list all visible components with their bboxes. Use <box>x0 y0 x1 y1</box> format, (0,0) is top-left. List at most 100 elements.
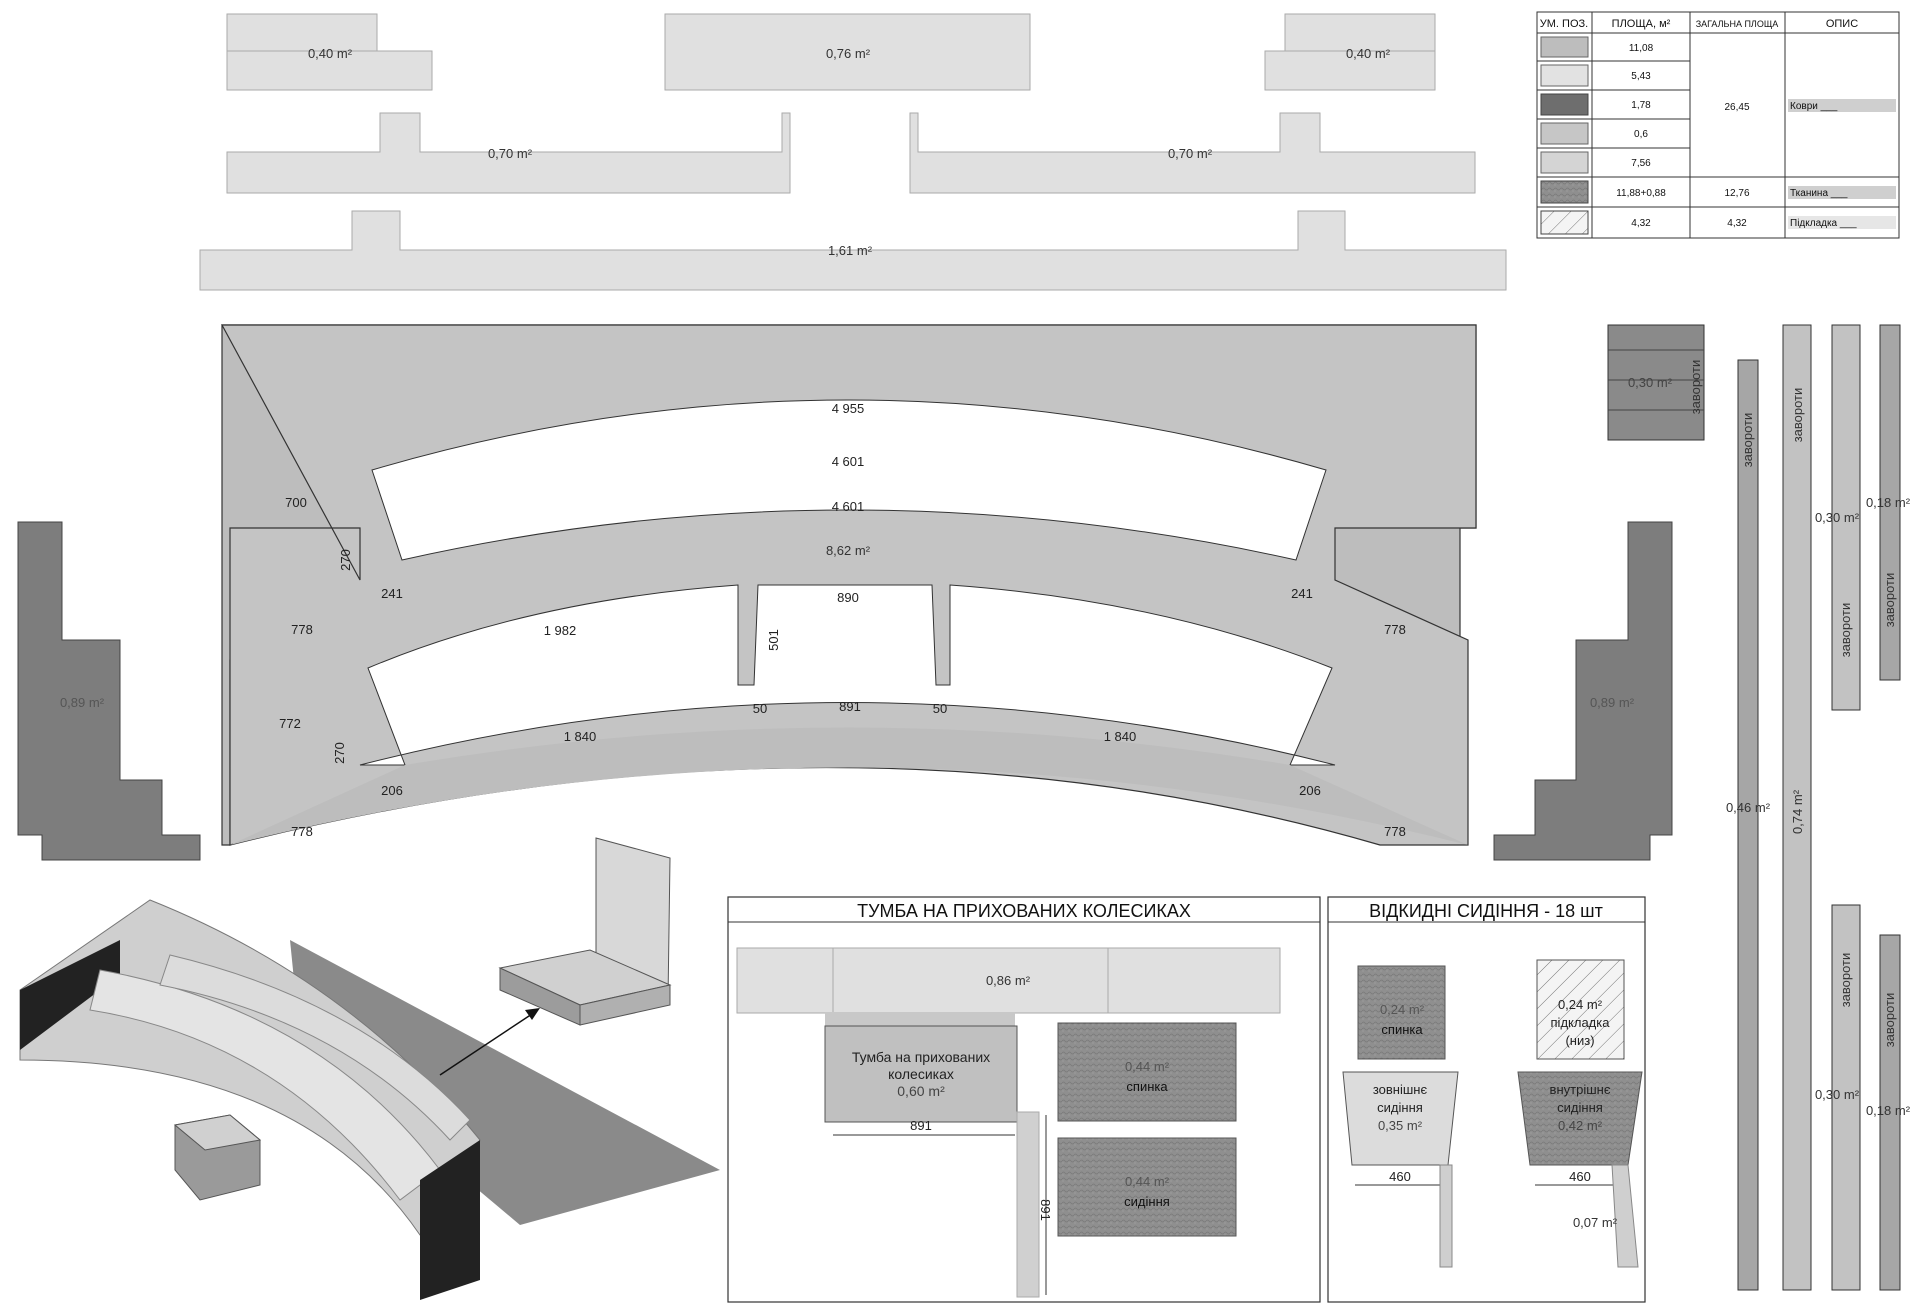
strip-3: завороти 0,30 m² <box>1815 324 1861 711</box>
dim-241b: 241 <box>1291 586 1313 601</box>
strip-6: завороти 0,18 m² <box>1866 934 1911 1291</box>
table-header-pos: УМ. ПОЗ. <box>1540 18 1588 30</box>
strip4-label: завороти <box>1882 573 1897 628</box>
tumba-top-area: 0,86 m² <box>986 973 1031 988</box>
strip-4: завороти 0,18 m² <box>1866 324 1911 681</box>
dim-4601a: 4 601 <box>832 454 865 469</box>
seats-title: ВІДКИДНІ СИДІННЯ - 18 шт <box>1369 901 1603 921</box>
top-center-area: 0,76 m² <box>826 46 871 61</box>
strip1-label: завороти <box>1740 413 1755 468</box>
strip2-area: 0,74 m² <box>1790 789 1805 834</box>
dim-270b: 270 <box>332 742 347 764</box>
total-carpets: 26,45 <box>1724 102 1749 113</box>
row-area-5: 7,56 <box>1631 158 1651 169</box>
seats-lining-line2: (низ) <box>1565 1033 1594 1048</box>
strip-1: завороти 0,46 m² <box>1726 359 1771 1291</box>
total-fabric: 12,76 <box>1724 188 1749 199</box>
row-area-2: 5,43 <box>1631 71 1651 82</box>
long-piece: 1,61 m² <box>199 210 1507 291</box>
tumba-back-area: 0,44 m² <box>1125 1059 1170 1074</box>
desc-carpets: Коври ___ <box>1790 101 1838 112</box>
seats-back-label: спинка <box>1381 1022 1423 1037</box>
tumba-seat-label: сидіння <box>1124 1194 1170 1209</box>
tumba-dim-w: 891 <box>910 1118 932 1133</box>
row-area-4: 0,6 <box>1634 129 1648 140</box>
table-header-area: ПЛОЩА, м² <box>1612 18 1671 30</box>
swatch-7 <box>1540 210 1589 235</box>
main-arc-area: 8,62 m² <box>826 543 871 558</box>
dim-4955: 4 955 <box>832 401 865 416</box>
dim-270a: 270 <box>338 549 353 571</box>
side-piece-right: 0,89 m² <box>1493 521 1673 861</box>
strip2-label: завороти <box>1790 388 1805 443</box>
swatch-5 <box>1540 151 1589 174</box>
small-box-label: завороти <box>1688 360 1703 415</box>
dim-206a: 206 <box>381 783 403 798</box>
swatch-1 <box>1540 36 1589 58</box>
tumba-dim-h: 891 <box>1038 1199 1053 1221</box>
total-lining: 4,32 <box>1727 218 1747 229</box>
dim-778b: 778 <box>1384 622 1406 637</box>
main-arc-piece: 8,62 m² 4 955 4 601 4 601 700 270 241 24… <box>220 324 1477 846</box>
strip5-area: 0,30 m² <box>1815 1087 1860 1102</box>
dim-891: 891 <box>839 699 861 714</box>
seats-inner-area: 0,42 m² <box>1558 1118 1603 1133</box>
table-header-total: ЗАГАЛЬНА ПЛОЩА <box>1696 19 1779 29</box>
seats-lining-area: 0,24 m² <box>1558 997 1603 1012</box>
seats-inner-line2: сидіння <box>1557 1100 1603 1115</box>
mid-piece-right: 0,70 m² <box>909 112 1476 194</box>
seats-dim2: 460 <box>1569 1169 1591 1184</box>
strip-2: завороти 0,74 m² <box>1782 324 1812 1291</box>
dim-890: 890 <box>837 590 859 605</box>
top-left-area: 0,40 m² <box>308 46 353 61</box>
desc-lining: Підкладка ___ <box>1790 218 1857 229</box>
strip6-area: 0,18 m² <box>1866 1103 1911 1118</box>
swatch-2 <box>1540 64 1589 87</box>
tumba-seat-area: 0,44 m² <box>1125 1174 1170 1189</box>
small-box-piece: 0,30 m² завороти <box>1607 324 1705 441</box>
strip5-label: завороти <box>1838 953 1853 1008</box>
table-header-desc: ОПИС <box>1826 18 1858 30</box>
seats-lining-line1: підкладка <box>1551 1015 1611 1030</box>
dim-241a: 241 <box>381 586 403 601</box>
swatch-3 <box>1540 93 1589 116</box>
row-area-3: 1,78 <box>1631 100 1651 111</box>
legend-table: УМ. ПОЗ. ПЛОЩА, м² ЗАГАЛЬНА ПЛОЩА ОПИС 1… <box>1536 11 1900 239</box>
dim-1840a: 1 840 <box>564 729 597 744</box>
dim-1840b: 1 840 <box>1104 729 1137 744</box>
seats-strap-area: 0,07 m² <box>1573 1215 1618 1230</box>
tumba-body-line2: колесиках <box>888 1066 954 1082</box>
dim-501: 501 <box>766 629 781 651</box>
strip1-area: 0,46 m² <box>1726 800 1771 815</box>
long-piece-area: 1,61 m² <box>828 243 873 258</box>
dim-1982: 1 982 <box>544 623 577 638</box>
strip3-area: 0,30 m² <box>1815 510 1860 525</box>
seats-outer-line1: зовнішнє <box>1373 1082 1428 1097</box>
strip4-area: 0,18 m² <box>1866 495 1911 510</box>
dim-778c: 778 <box>291 824 313 839</box>
dim-206b: 206 <box>1299 783 1321 798</box>
tumba-body-line1: Тумба на прихованих <box>852 1049 990 1065</box>
dim-772: 772 <box>279 716 301 731</box>
small-box-area: 0,30 m² <box>1628 375 1673 390</box>
tumba-title: ТУМБА НА ПРИХОВАНИХ КОЛЕСИКАХ <box>857 901 1191 921</box>
seats-outer-line2: сидіння <box>1377 1100 1423 1115</box>
dim-50b: 50 <box>933 701 947 716</box>
side-right-area: 0,89 m² <box>1590 695 1635 710</box>
dim-778d: 778 <box>1384 824 1406 839</box>
top-piece-center: 0,76 m² <box>664 13 1031 91</box>
strip-5: завороти 0,30 m² <box>1815 904 1861 1291</box>
side-left-area: 0,89 m² <box>60 695 105 710</box>
tumba-panel: ТУМБА НА ПРИХОВАНИХ КОЛЕСИКАХ 0,86 m² Ту… <box>727 896 1321 1303</box>
mid-left-area: 0,70 m² <box>488 146 533 161</box>
tumba-back-label: спинка <box>1126 1079 1168 1094</box>
row-area-6: 11,88+0,88 <box>1616 188 1666 199</box>
isometric-3d-view <box>19 837 720 1300</box>
swatch-6 <box>1540 180 1589 204</box>
seats-inner-line1: внутрішнє <box>1550 1082 1611 1097</box>
mid-right-area: 0,70 m² <box>1168 146 1213 161</box>
side-piece-left: 0,89 m² <box>17 521 201 861</box>
top-piece-left: 0,40 m² <box>226 13 433 91</box>
dim-4601b: 4 601 <box>832 499 865 514</box>
top-piece-right: 0,40 m² <box>1264 13 1436 91</box>
